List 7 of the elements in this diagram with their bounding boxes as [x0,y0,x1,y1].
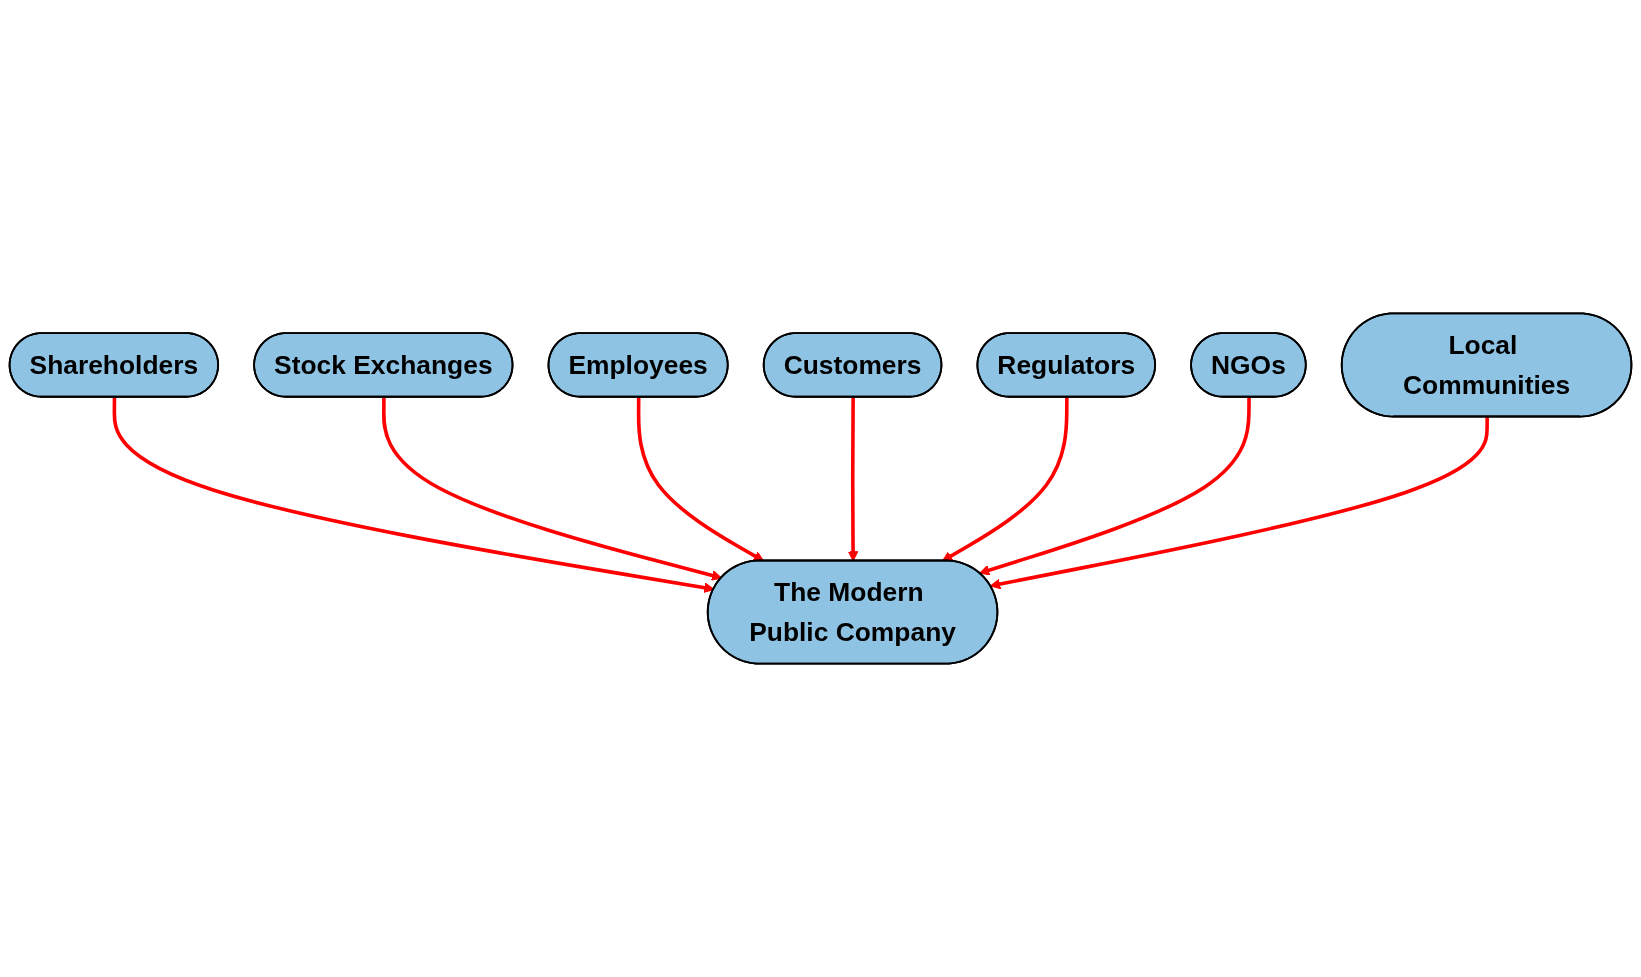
arrow [382,397,723,581]
arrow [979,397,1251,576]
arrow [847,397,859,562]
arrow [636,397,765,562]
arrow [990,417,1489,590]
arrow [941,397,1069,562]
arrow [112,397,715,593]
